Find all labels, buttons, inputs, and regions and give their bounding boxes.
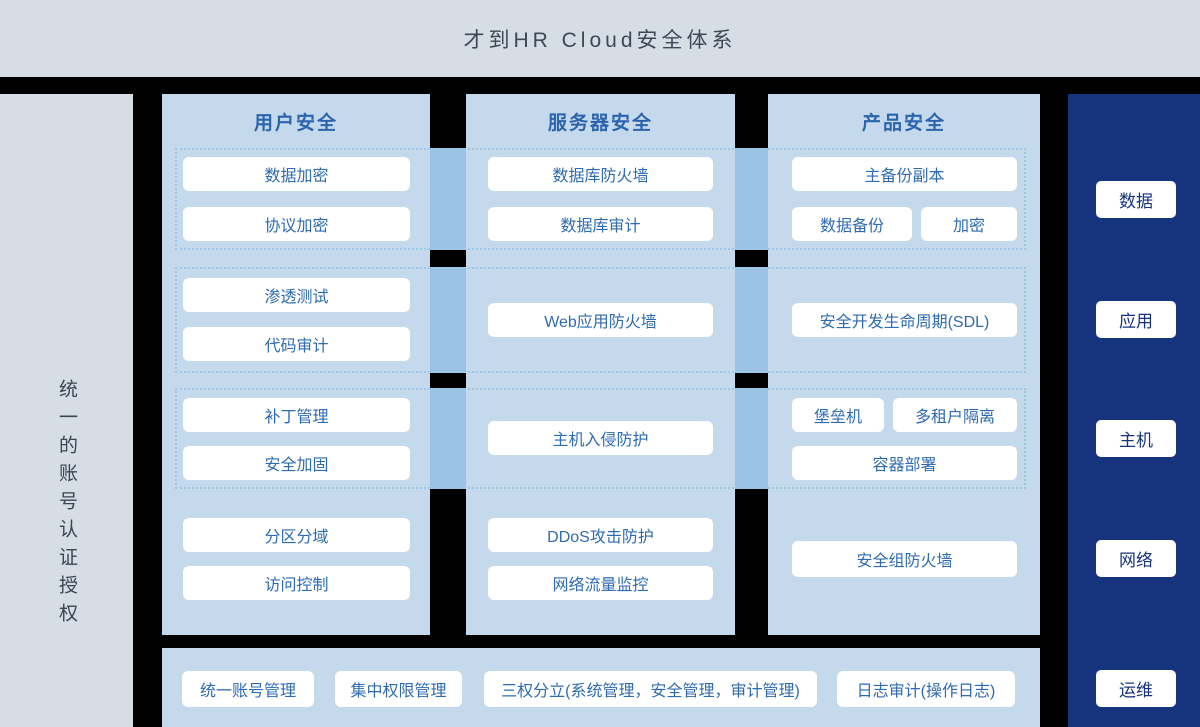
connector-band: [735, 388, 768, 489]
node-penetration-test: 渗透测试: [183, 278, 410, 312]
dashed-group-row-2: [175, 267, 1026, 373]
connector-band: [735, 267, 768, 373]
layer-application: 应用: [1096, 301, 1176, 338]
node-encryption: 加密: [921, 207, 1017, 241]
layer-ops: 运维: [1096, 670, 1176, 707]
node-partition-zoning: 分区分域: [183, 518, 410, 552]
dashed-group-row-1: [175, 148, 1026, 250]
page-title: 才到HR Cloud安全体系: [463, 28, 737, 52]
node-unified-account-mgmt: 统一账号管理: [182, 671, 314, 707]
node-protocol-encryption: 协议加密: [183, 207, 410, 241]
node-separation-of-powers: 三权分立(系统管理，安全管理，审计管理): [484, 671, 817, 707]
node-data-encryption: 数据加密: [183, 157, 410, 191]
connector-band: [430, 267, 466, 373]
page-header: 才到HR Cloud安全体系: [0, 0, 1200, 77]
node-security-hardening: 安全加固: [183, 446, 410, 480]
node-primary-backup-replica: 主备份副本: [792, 157, 1017, 191]
column-title-user-security: 用户安全: [253, 112, 338, 134]
node-host-intrusion-protection: 主机入侵防护: [488, 421, 713, 455]
node-bastion-host: 堡垒机: [792, 398, 884, 432]
layer-data: 数据: [1096, 181, 1176, 218]
left-auth-label: 统一的账号认证授权: [56, 379, 77, 631]
node-database-firewall: 数据库防火墙: [488, 157, 713, 191]
connector-band: [735, 148, 768, 250]
node-sdl: 安全开发生命周期(SDL): [792, 303, 1017, 337]
column-title-server-security: 服务器安全: [547, 112, 653, 134]
node-container-deployment: 容器部署: [792, 446, 1017, 480]
layer-network: 网络: [1096, 540, 1176, 577]
column-title-product-security: 产品安全: [861, 112, 946, 134]
node-log-audit: 日志审计(操作日志): [837, 671, 1015, 707]
node-network-traffic-monitoring: 网络流量监控: [488, 566, 713, 600]
node-ddos-protection: DDoS攻击防护: [488, 518, 713, 552]
node-data-backup: 数据备份: [792, 207, 912, 241]
dashed-group-row-3: [175, 388, 1026, 489]
node-centralized-permission-mgmt: 集中权限管理: [335, 671, 462, 707]
node-security-group-firewall: 安全组防火墙: [792, 541, 1017, 577]
node-web-app-firewall: Web应用防火墙: [488, 303, 713, 337]
node-code-audit: 代码审计: [183, 327, 410, 361]
left-auth-panel: 统一的账号认证授权: [0, 94, 133, 727]
connector-band: [430, 148, 466, 250]
node-multi-tenant-isolation: 多租户隔离: [893, 398, 1017, 432]
node-access-control: 访问控制: [183, 566, 410, 600]
layer-host: 主机: [1096, 420, 1176, 457]
node-patch-management: 补丁管理: [183, 398, 410, 432]
node-database-audit: 数据库审计: [488, 207, 713, 241]
connector-band: [430, 388, 466, 489]
